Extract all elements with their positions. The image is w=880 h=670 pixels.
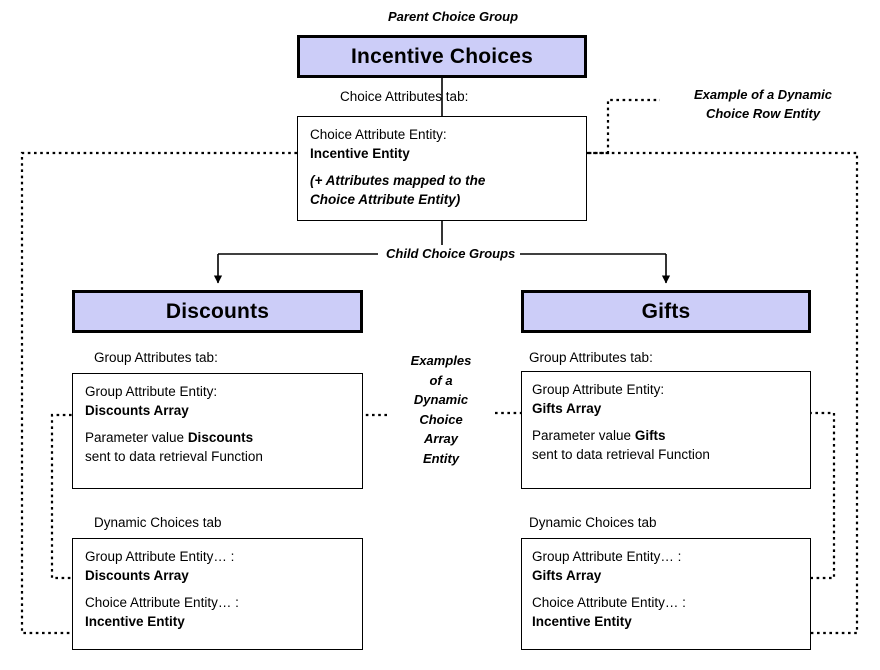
child-group-title-gifts: Gifts	[641, 299, 691, 323]
group-attributes-tab-caption-gifts: Group Attributes tab:	[529, 350, 653, 365]
dynamic-group-attribute-entity-value-discounts: Discounts Array	[85, 567, 189, 583]
group-attribute-entity-panel-gifts[interactable]: Group Attribute Entity: Gifts Array Para…	[521, 371, 811, 489]
dynamic-choice-array-entity-annotation: Examples of a Dynamic Choice Array Entit…	[392, 351, 490, 468]
parent-group-title: Incentive Choices	[351, 44, 533, 68]
group-attribute-entity-value-gifts: Gifts Array	[532, 400, 602, 416]
parameter-value-line-discounts: Parameter value Discounts	[85, 429, 350, 448]
choice-attribute-entity-panel[interactable]: Choice Attribute Entity: Incentive Entit…	[297, 116, 587, 221]
group-attributes-tab-caption-discounts: Group Attributes tab:	[94, 350, 218, 365]
mapped-attributes-note-line2: Choice Attribute Entity)	[310, 191, 461, 207]
array-annotation-line5: Array	[424, 431, 458, 446]
dynamic-choices-panel-discounts[interactable]: Group Attribute Entity… : Discounts Arra…	[72, 538, 363, 650]
parameter-value-line-gifts: Parameter value Gifts	[532, 427, 798, 446]
child-choice-groups-label: Child Choice Groups	[381, 245, 521, 262]
array-annotation-line2: of a	[429, 372, 453, 388]
dynamic-group-attribute-entity-label-discounts: Group Attribute Entity… :	[85, 549, 235, 564]
spacer	[85, 420, 350, 429]
array-annotation-line4: Choice	[419, 411, 463, 427]
dynamic-choice-row-entity-annotation: Example of a Dynamic Choice Row Entity	[663, 85, 863, 123]
spacer	[310, 163, 574, 172]
group-attribute-entity-label-gifts: Group Attribute Entity:	[532, 382, 665, 397]
parent-choice-group-label: Parent Choice Group	[388, 9, 519, 24]
array-annotation-line3: Dynamic	[413, 392, 469, 407]
array-annotation-line1: Examples	[410, 353, 472, 368]
parameter-target-line-discounts: sent to data retrieval Function	[85, 448, 263, 464]
parameter-value-discounts: Discounts	[187, 430, 254, 445]
child-group-title-discounts: Discounts	[165, 299, 270, 323]
parent-group-box[interactable]: Incentive Choices	[297, 35, 587, 78]
dynamic-choices-panel-gifts[interactable]: Group Attribute Entity… : Gifts Array Ch…	[521, 538, 811, 650]
parameter-target-line-gifts: sent to data retrieval Function	[532, 446, 710, 462]
dynamic-choice-attribute-entity-value-gifts: Incentive Entity	[532, 613, 632, 629]
group-attribute-entity-value-discounts: Discounts Array	[85, 402, 189, 418]
group-attribute-entity-label-discounts: Group Attribute Entity:	[85, 384, 218, 399]
dynamic-group-attribute-entity-label-gifts: Group Attribute Entity… :	[532, 549, 682, 564]
spacer	[532, 585, 798, 594]
spacer	[532, 418, 798, 427]
parameter-value-prefix-discounts: Parameter value	[85, 430, 188, 445]
child-group-box-discounts[interactable]: Discounts	[72, 290, 363, 333]
row-entity-annotation-line2: Choice Row Entity	[705, 106, 821, 121]
parameter-value-prefix-gifts: Parameter value	[532, 428, 635, 443]
child-group-box-gifts[interactable]: Gifts	[521, 290, 811, 333]
dynamic-choices-tab-caption-gifts: Dynamic Choices tab	[529, 515, 657, 530]
incentive-entity-value: Incentive Entity	[310, 145, 410, 161]
choice-attributes-tab-caption: Choice Attributes tab:	[340, 89, 469, 104]
dynamic-group-attribute-entity-value-gifts: Gifts Array	[532, 567, 602, 583]
array-annotation-line6: Entity	[422, 450, 460, 466]
parameter-value-gifts: Gifts	[634, 428, 666, 443]
dynamic-choices-tab-caption-discounts: Dynamic Choices tab	[94, 515, 222, 530]
dynamic-choice-attribute-entity-value-discounts: Incentive Entity	[85, 613, 185, 629]
choice-attribute-entity-line: Choice Attribute Entity:	[310, 127, 447, 142]
dynamic-choice-attribute-entity-label-discounts: Choice Attribute Entity… :	[85, 595, 239, 610]
dynamic-choice-attribute-entity-label-gifts: Choice Attribute Entity… :	[532, 595, 686, 610]
spacer	[85, 585, 350, 594]
row-entity-annotation-line1: Example of a Dynamic	[694, 87, 832, 102]
group-attribute-entity-panel-discounts[interactable]: Group Attribute Entity: Discounts Array …	[72, 373, 363, 489]
mapped-attributes-note-line1: (+ Attributes mapped to the	[310, 173, 486, 188]
